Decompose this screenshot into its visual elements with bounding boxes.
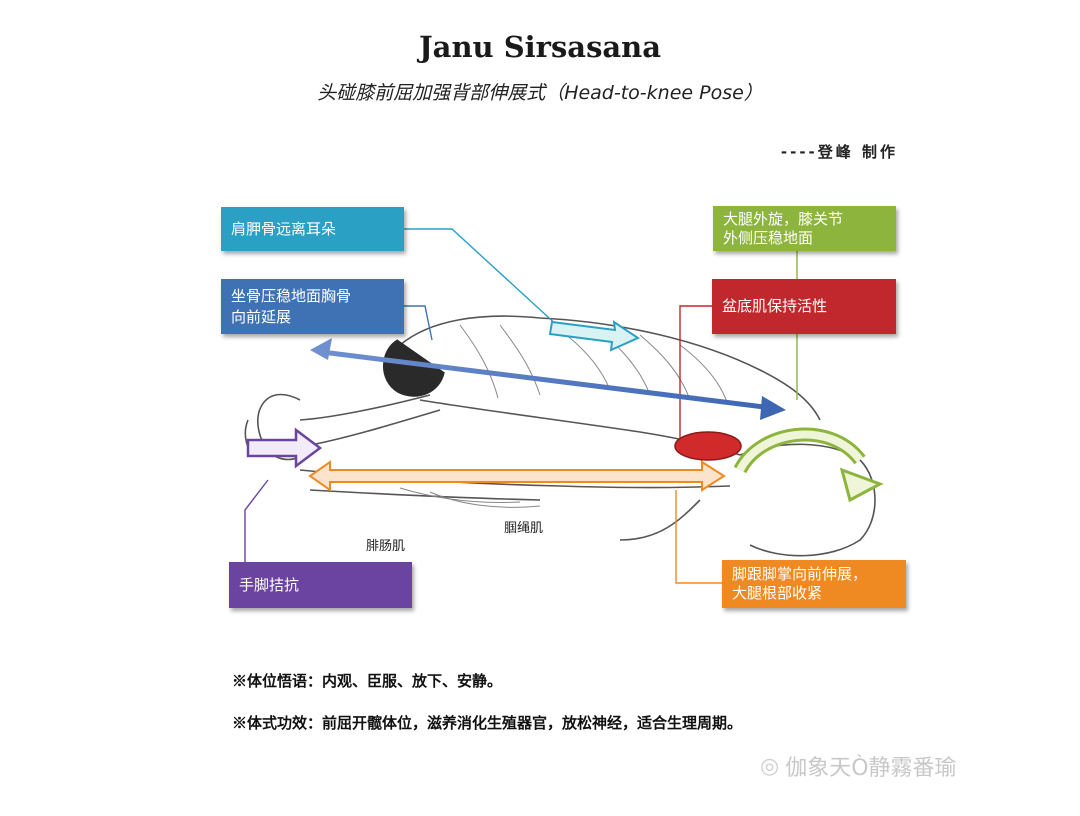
callout-handsfeet-line1: 手脚拮抗 [239, 575, 300, 594]
thigh-rotation-arrow [733, 427, 884, 503]
callout-hands-feet: 手脚拮抗 [229, 562, 412, 608]
pose-subtitle: 头碰膝前屈加强背部伸展式（Head-to-knee Pose） [317, 82, 763, 104]
hand-push-arrow [246, 427, 323, 469]
callout-sitbones-line2: 向前延展 [231, 307, 292, 326]
pelvic-floor-marker [674, 431, 742, 461]
label-hamstring: 腘绳肌 [504, 521, 544, 536]
callout-thigh-rotation: 大腿外旋，膝关节 外侧压稳地面 [713, 206, 896, 251]
note-insight: ※体位悟语：内观、臣服、放下、安静。 [232, 672, 503, 690]
callout-heel-extension: 脚跟脚掌向前伸展， 大腿根部收紧 [722, 560, 906, 608]
callout-thigh-line1: 大腿外旋，膝关节 [723, 209, 844, 228]
callout-pelvic-floor: 盆底肌保持活性 [712, 279, 896, 334]
callout-heel-line1: 脚跟脚掌向前伸展， [732, 565, 868, 583]
callout-shoulder-line1: 肩胛骨远离耳朵 [231, 219, 337, 238]
watermark: ◎ 伽象天Ò静霧番瑜 [760, 750, 957, 782]
spine-extension-arrow [310, 338, 786, 420]
shoulder-arrow [548, 319, 641, 352]
callout-pelvic-line1: 盆底肌保持活性 [722, 297, 828, 315]
watermark-text: 伽象天Ò静霧番瑜 [785, 756, 957, 781]
body-sketch [244, 315, 876, 557]
author-credit: ----登峰 制作 [780, 143, 898, 161]
wechat-icon: ◎ [760, 753, 780, 779]
note-benefits: ※体式功效：前屈开髋体位，滋养消化生殖器官，放松神经，适合生理周期。 [232, 714, 743, 732]
callout-shoulder-blades: 肩胛骨远离耳朵 [221, 207, 404, 251]
callout-sit-bones: 坐骨压稳地面胸骨 向前延展 [221, 279, 404, 334]
callout-sitbones-line1: 坐骨压稳地面胸骨 [231, 286, 352, 305]
callout-heel-line2: 大腿根部收紧 [732, 584, 823, 602]
pose-title: Janu Sirsasana [418, 30, 662, 64]
leg-extension-arrow [308, 460, 726, 492]
label-gastrocnemius: 腓肠肌 [366, 539, 406, 554]
callout-thigh-line2: 外侧压稳地面 [723, 228, 814, 247]
